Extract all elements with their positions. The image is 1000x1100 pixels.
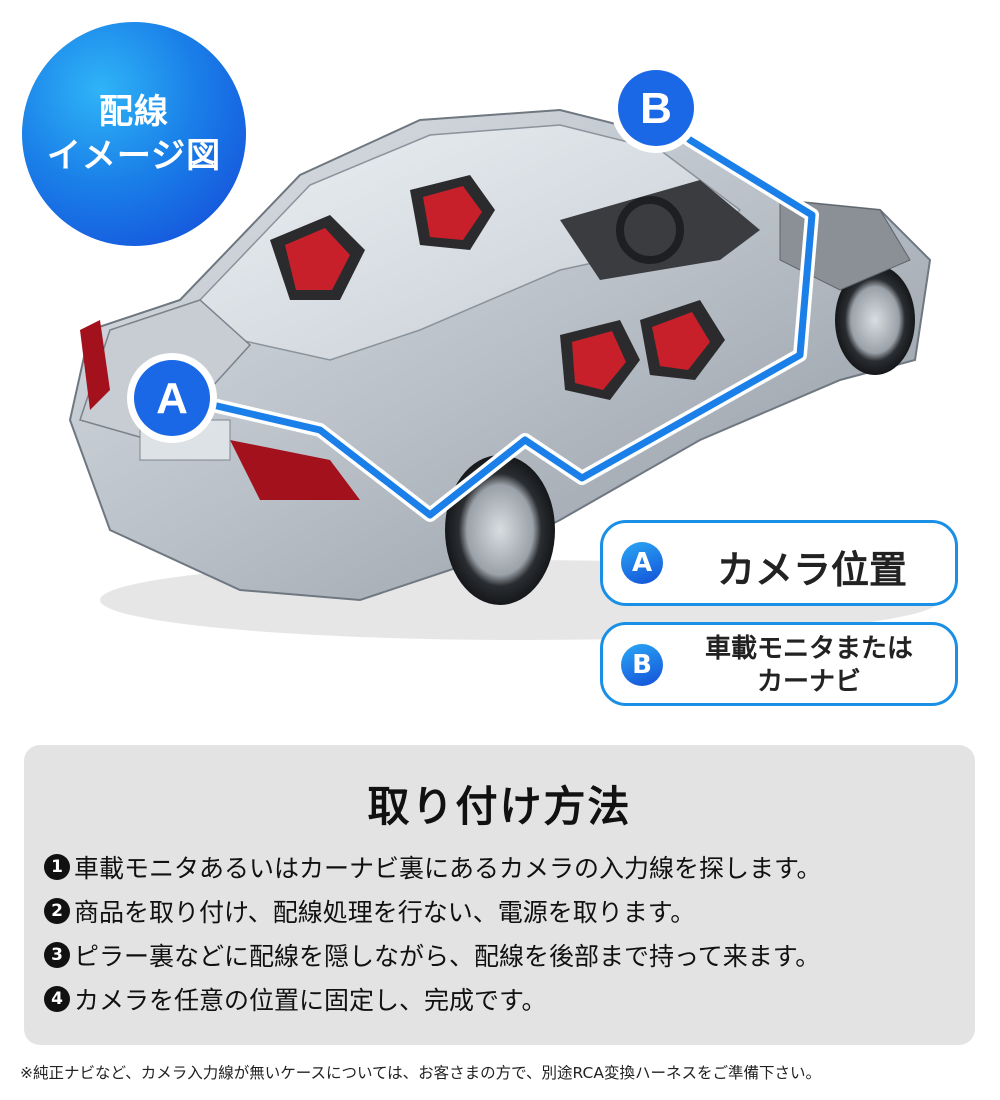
legend-camera-position: A カメラ位置 xyxy=(600,520,958,606)
legend-b-label: 車載モニタまたは カーナビ xyxy=(673,633,945,699)
step-item: 3 ピラー裏などに配線を隠しながら、配線を後部まで持って来ます。 xyxy=(44,933,969,977)
step-item: 4 カメラを任意の位置に固定し、完成です。 xyxy=(44,977,969,1021)
step-number: 4 xyxy=(44,986,70,1012)
installation-steps: 1 車載モニタあるいはカーナビ裏にあるカメラの入力線を探します。 2 商品を取り… xyxy=(44,845,969,1021)
marker-b-label: B xyxy=(640,84,672,133)
step-text: カメラを任意の位置に固定し、完成です。 xyxy=(74,986,547,1015)
legend-b-line2: カーナビ xyxy=(756,667,861,697)
marker-b: B xyxy=(611,63,701,153)
footnote: ※純正ナビなど、カメラ入力線が無いケースについては、お客さまの方で、別途RCA変… xyxy=(20,1064,821,1082)
car-cutaway-image: A B xyxy=(68,63,940,640)
diagram-badge: 配線 イメージ図 xyxy=(22,22,246,246)
step-item: 1 車載モニタあるいはカーナビ裏にあるカメラの入力線を探します。 xyxy=(44,845,969,889)
step-text: 商品を取り付け、配線処理を行ない、電源を取ります。 xyxy=(74,898,696,927)
legend-monitor: B 車載モニタまたは カーナビ xyxy=(600,622,958,706)
step-number: 2 xyxy=(44,898,70,924)
step-text: ピラー裏などに配線を隠しながら、配線を後部まで持って来ます。 xyxy=(74,942,821,971)
legend-a-label: カメラ位置 xyxy=(716,548,907,592)
legend-b-line1: 車載モニタまたは xyxy=(704,634,913,664)
car-illustration: A B xyxy=(68,63,940,640)
marker-a: A xyxy=(127,353,217,443)
installation-panel: 取り付け方法 1 車載モニタあるいはカーナビ裏にあるカメラの入力線を探します。 … xyxy=(24,745,975,1045)
step-item: 2 商品を取り付け、配線処理を行ない、電源を取ります。 xyxy=(44,889,969,933)
badge-line1: 配線 xyxy=(99,92,169,132)
installation-title: 取り付け方法 xyxy=(367,782,632,831)
step-text: 車載モニタあるいはカーナビ裏にあるカメラの入力線を探します。 xyxy=(74,854,822,883)
legend-b-marker: B xyxy=(621,644,663,686)
step-number: 3 xyxy=(44,942,70,968)
badge-line2: イメージ図 xyxy=(46,136,222,176)
marker-a-label: A xyxy=(156,374,188,423)
step-number: 1 xyxy=(44,854,70,880)
legend-a-marker: A xyxy=(621,542,663,584)
